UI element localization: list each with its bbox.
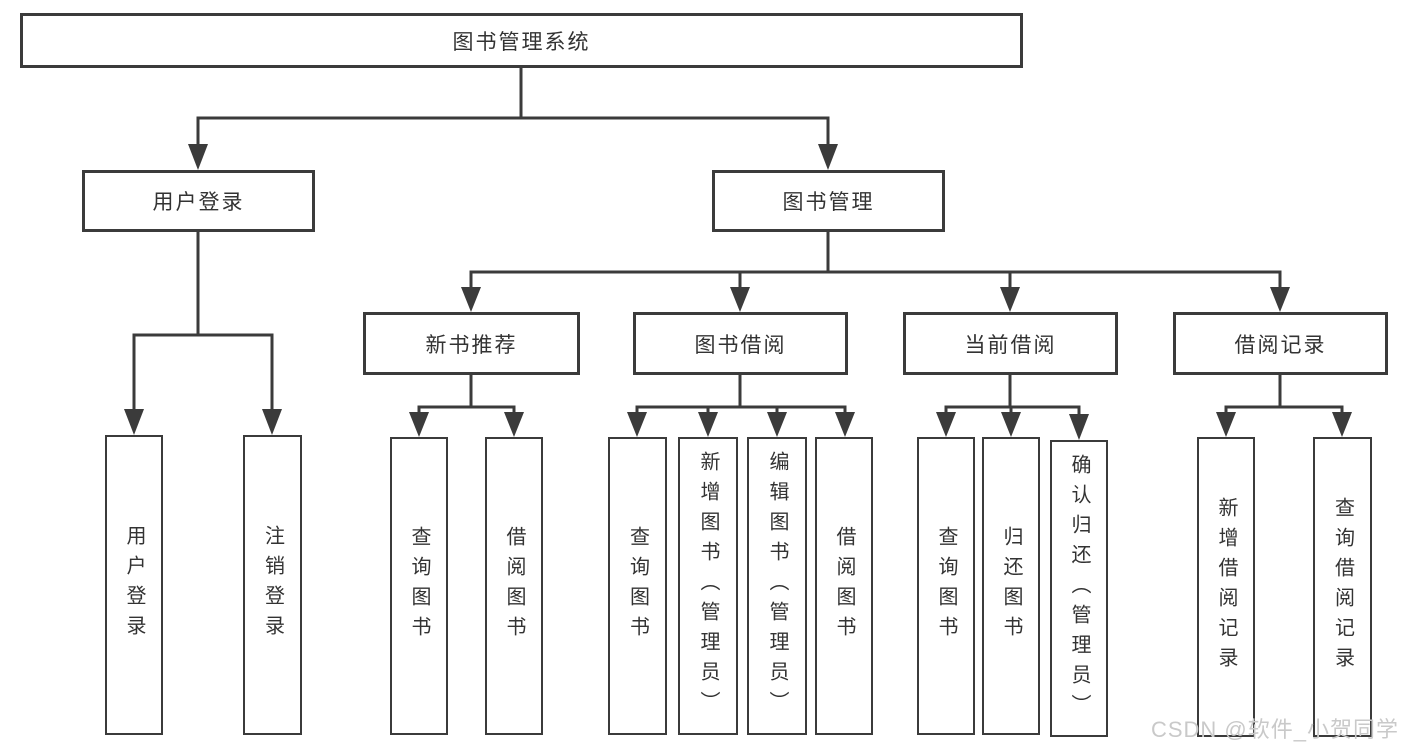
node-label: 编辑图书（管理员） xyxy=(766,451,788,721)
connector-bookborrow-to-leaves xyxy=(635,373,847,416)
node-current-borrowing: 当前借阅 xyxy=(903,312,1118,375)
leaf-newbook-borrow-books: 借阅图书 xyxy=(485,437,543,735)
node-label: 查询图书 xyxy=(935,526,957,646)
arrowheads-currentborrow xyxy=(936,412,1089,440)
leaf-records-add-record: 新增借阅记录 xyxy=(1197,437,1255,737)
leaf-records-query-record: 查询借阅记录 xyxy=(1313,437,1372,737)
connector-records-to-leaves xyxy=(1224,373,1344,416)
node-library-management-system: 图书管理系统 xyxy=(20,13,1023,68)
leaf-newbook-query-books: 查询图书 xyxy=(390,437,448,735)
connector-root-to-level2 xyxy=(196,66,830,150)
arrowheads-level3 xyxy=(461,287,1290,312)
leaf-current-confirm-return-admin: 确认归还（管理员） xyxy=(1050,440,1108,737)
node-new-book-recommendation: 新书推荐 xyxy=(363,312,580,375)
connector-userlogin-to-leaves xyxy=(132,230,274,414)
connector-currentborrow-to-leaves xyxy=(944,373,1081,416)
node-label: 借阅图书 xyxy=(833,526,855,646)
node-label: 用户登录 xyxy=(152,191,245,214)
node-label: 图书管理 xyxy=(782,191,875,214)
node-label: 新增借阅记录 xyxy=(1215,497,1237,677)
arrowheads-newbook xyxy=(409,412,524,437)
node-label: 当前借阅 xyxy=(964,333,1057,357)
node-borrowing-records: 借阅记录 xyxy=(1173,312,1388,375)
connector-newbook-to-leaves xyxy=(417,373,516,416)
connector-bookmgmt-to-level3 xyxy=(469,230,1282,292)
node-book-management: 图书管理 xyxy=(712,170,945,232)
leaf-borrowing-query-books: 查询图书 xyxy=(608,437,667,735)
node-label: 图书管理系统 xyxy=(452,30,591,54)
leaf-current-return-books: 归还图书 xyxy=(982,437,1040,735)
leaf-current-query-books: 查询图书 xyxy=(917,437,975,735)
leaf-borrowing-borrow-books: 借阅图书 xyxy=(815,437,873,735)
node-label: 归还图书 xyxy=(1000,526,1022,646)
node-label: 用户登录 xyxy=(123,525,145,645)
node-label: 借阅图书 xyxy=(503,526,525,646)
node-user-login: 用户登录 xyxy=(82,170,315,232)
node-label: 查询借阅记录 xyxy=(1331,497,1354,677)
node-label: 查询图书 xyxy=(626,526,649,646)
node-label: 确认归还（管理员） xyxy=(1068,453,1090,724)
watermark: CSDN @软件_小贺同学 xyxy=(1150,717,1399,742)
leaf-borrowing-edit-books-admin: 编辑图书（管理员） xyxy=(747,437,807,735)
node-label: 借阅记录 xyxy=(1234,333,1327,357)
node-label: 查询图书 xyxy=(408,526,430,646)
leaf-borrowing-add-books-admin: 新增图书（管理员） xyxy=(678,437,738,735)
node-label: 新增图书（管理员） xyxy=(697,451,719,721)
node-label: 图书借阅 xyxy=(694,333,787,357)
arrowheads-level2 xyxy=(188,144,838,170)
arrowheads-userlogin xyxy=(124,409,282,435)
arrowheads-records xyxy=(1216,412,1352,437)
leaf-logout: 注销登录 xyxy=(243,435,302,735)
node-label: 新书推荐 xyxy=(425,333,518,357)
node-label: 注销登录 xyxy=(261,525,284,645)
leaf-user-login: 用户登录 xyxy=(105,435,163,735)
arrowheads-bookborrow xyxy=(627,412,855,437)
node-book-borrowing: 图书借阅 xyxy=(633,312,848,375)
